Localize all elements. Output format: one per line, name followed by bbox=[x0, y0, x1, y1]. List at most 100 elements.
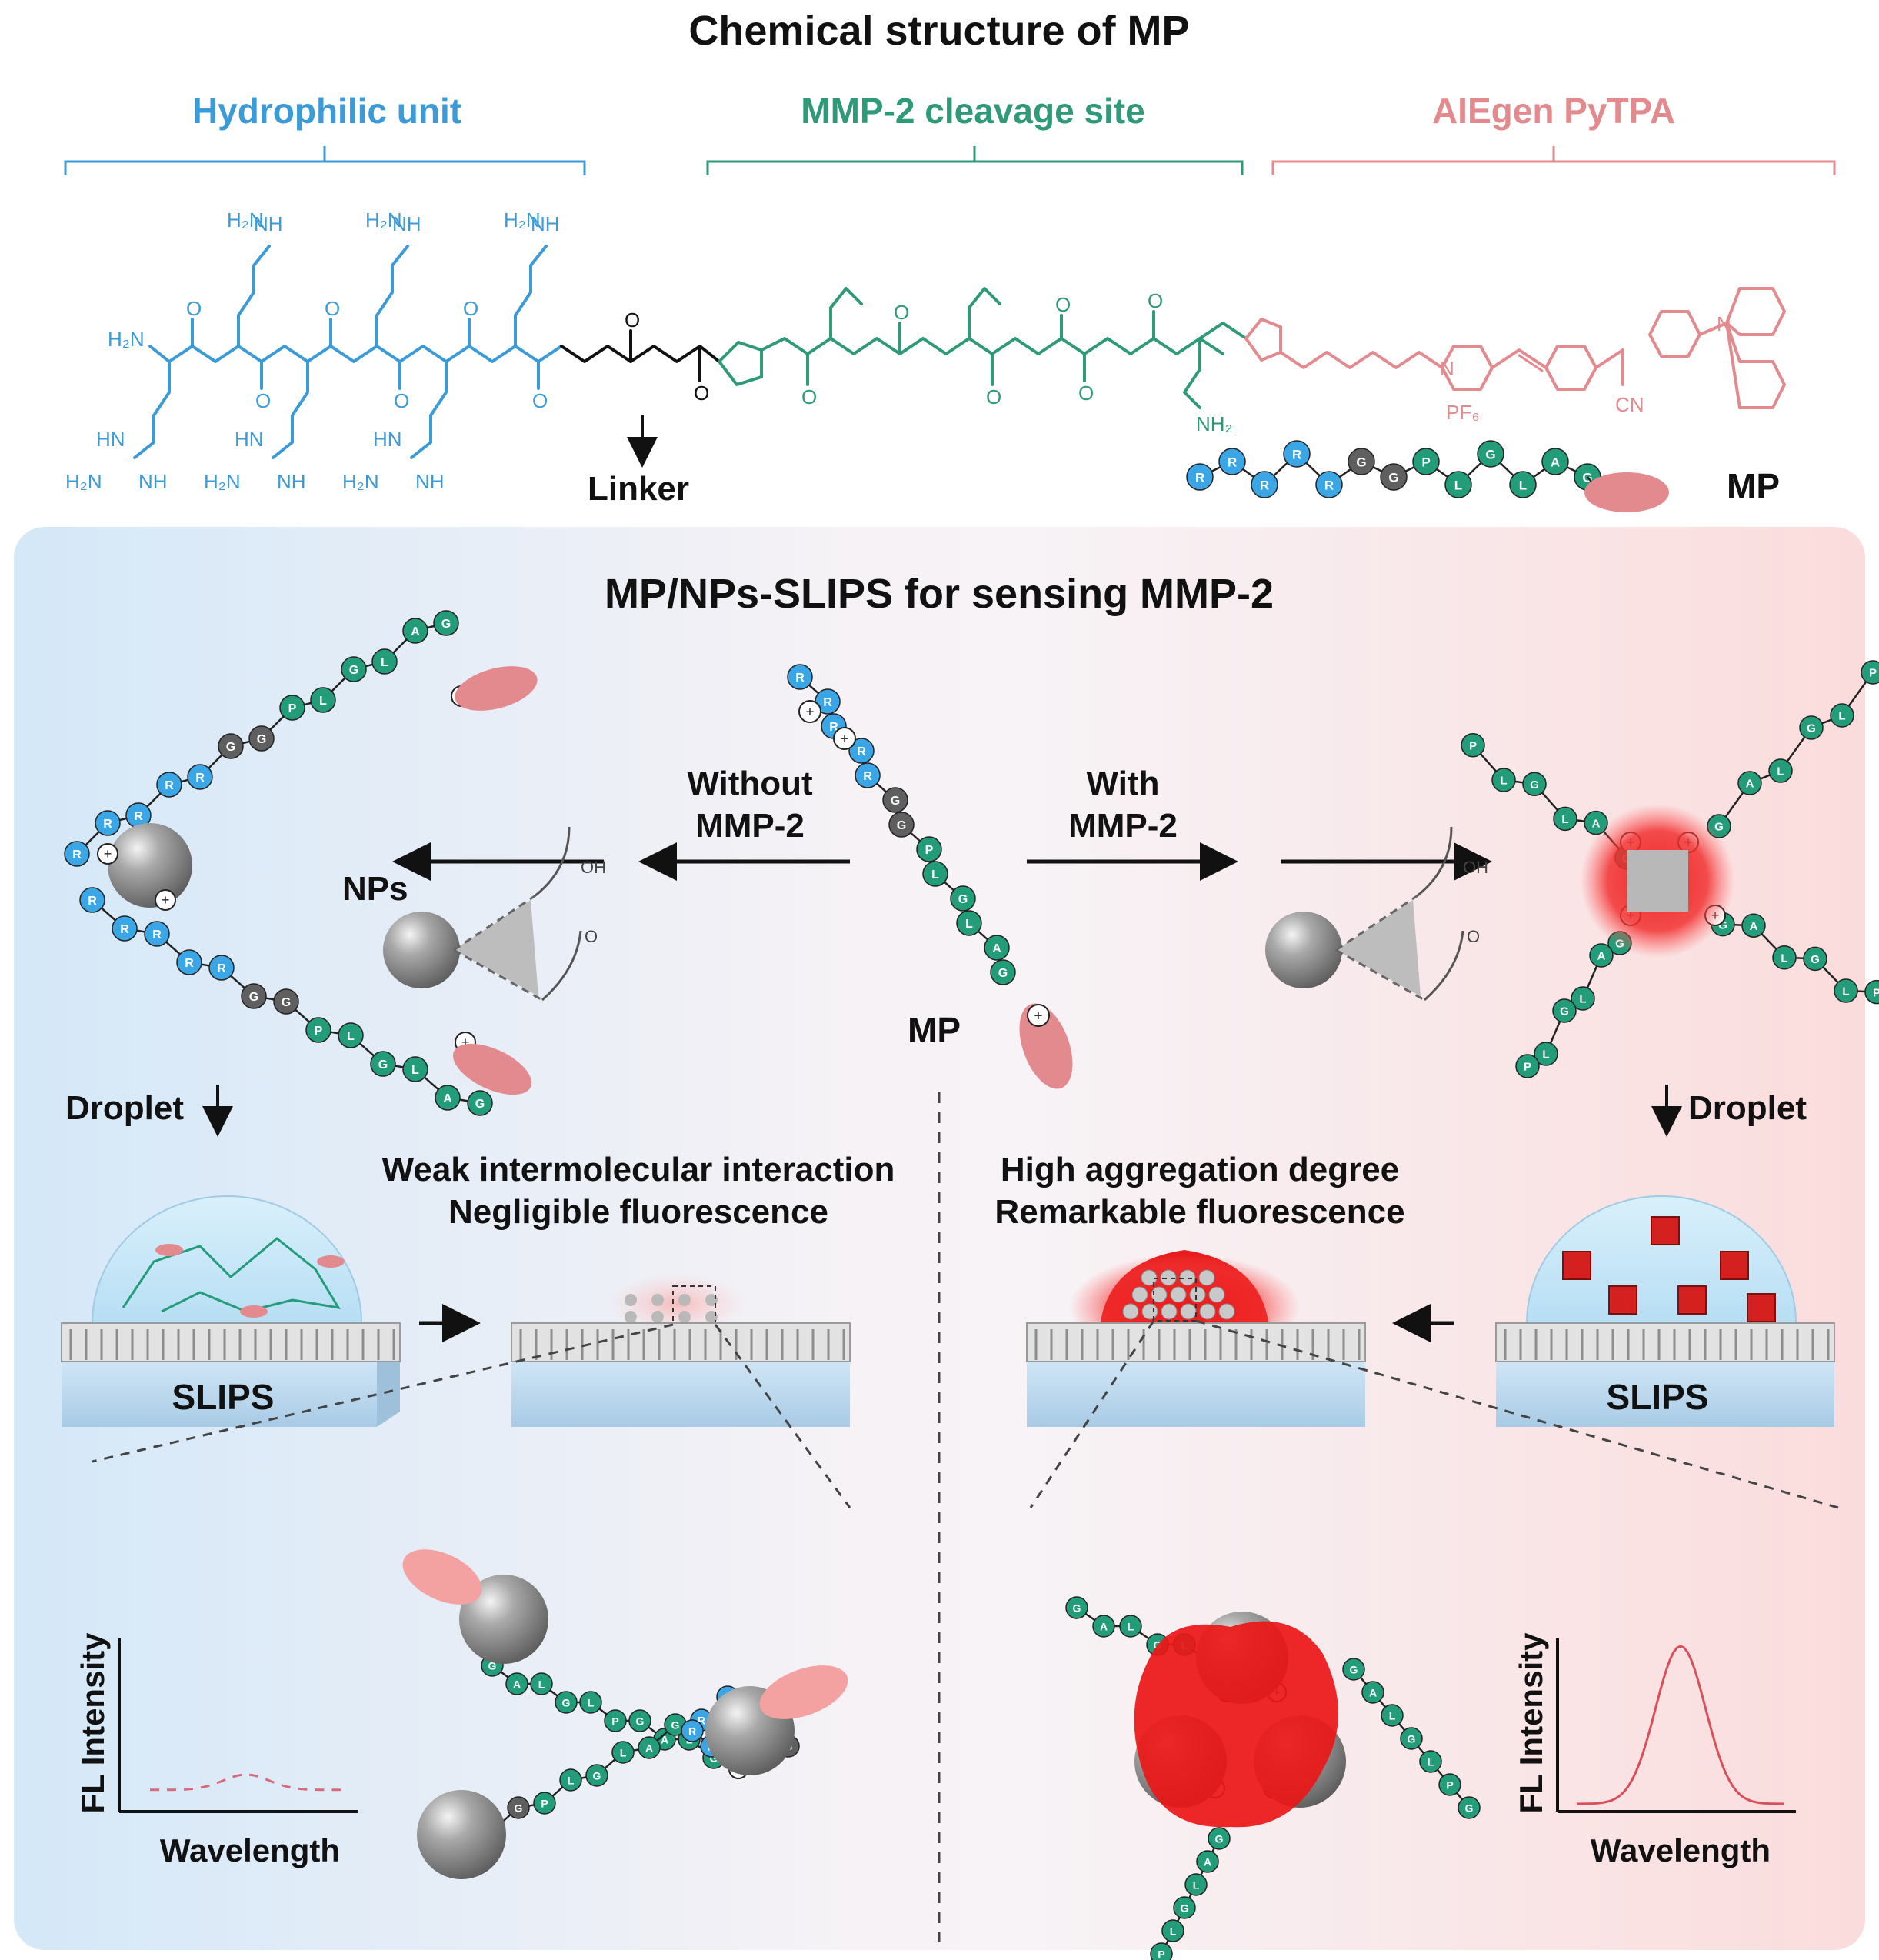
amino-acid-bead bbox=[579, 1691, 602, 1714]
bead-letter: L bbox=[1842, 985, 1849, 998]
without-label-2: MMP-2 bbox=[695, 807, 805, 845]
slips-right-dried bbox=[1026, 1250, 1366, 1427]
hydrophilic-atom-labels: H₂N NH NH NH H₂N H₂N H₂N HN HN HN H₂N H₂… bbox=[65, 208, 560, 493]
linker-backbone bbox=[560, 345, 721, 363]
atom-o-c2: O bbox=[894, 301, 909, 324]
amino-acid-bead bbox=[1218, 448, 1246, 475]
bead-letter: R bbox=[72, 848, 82, 862]
ligand-o-right: O bbox=[1467, 927, 1480, 946]
amino-acid-bead bbox=[1251, 471, 1278, 498]
atom-o-linker-1: O bbox=[625, 308, 640, 332]
bead-letter: G bbox=[378, 1058, 388, 1072]
bead-letter: G bbox=[1073, 1602, 1081, 1614]
bead-letter: A bbox=[1369, 1686, 1377, 1698]
atom-o-6: O bbox=[532, 389, 548, 412]
glowing-aggregate-square bbox=[1562, 1251, 1591, 1280]
atom-hn-c: HN bbox=[373, 428, 402, 451]
bead-letter: R bbox=[134, 810, 143, 823]
bead-letter: P bbox=[315, 1025, 323, 1038]
bead-letter: G bbox=[257, 733, 266, 746]
amino-acid-bead bbox=[559, 1768, 582, 1792]
bead-letter: G bbox=[891, 795, 900, 808]
glowing-aggregate-square bbox=[1651, 1216, 1680, 1245]
amino-acid-bead bbox=[402, 618, 428, 644]
bead-letter: L bbox=[1428, 1755, 1434, 1768]
bead-letter: L bbox=[1561, 813, 1568, 826]
amino-acid-bead bbox=[855, 762, 881, 788]
amino-acid-bead bbox=[1173, 1896, 1196, 1919]
atom-h2n-c: H₂N bbox=[504, 208, 541, 232]
aiegen-chain bbox=[1279, 351, 1444, 369]
bead-letter: G bbox=[475, 1098, 485, 1111]
amino-acid-bead bbox=[628, 1709, 651, 1732]
amino-acid-bead bbox=[218, 733, 244, 759]
bead-letter: R bbox=[857, 745, 866, 758]
fl-chart-left: FL Intensity Wavelength bbox=[75, 1632, 358, 1868]
slips-left-droplet: SLIPS bbox=[61, 1195, 401, 1427]
aggregate-upper-right bbox=[1581, 804, 1734, 958]
mp-label-top: MP bbox=[1727, 466, 1780, 506]
bead-letter: P bbox=[1873, 986, 1879, 999]
atom-pf6: PF₆ bbox=[1446, 401, 1480, 424]
nanoparticle-dot bbox=[678, 1311, 691, 1323]
bead-letter: A bbox=[411, 625, 420, 638]
bead-letter: L bbox=[1781, 952, 1787, 965]
bead-letter: L bbox=[1777, 765, 1784, 778]
bead-letter: L bbox=[1542, 1048, 1549, 1062]
amino-acid-bead bbox=[144, 921, 170, 947]
atom-o-5: O bbox=[463, 297, 478, 320]
zoom-line-right-1 bbox=[1029, 1320, 1155, 1508]
bead-letter: G bbox=[1465, 1802, 1474, 1814]
nanoparticle-dot bbox=[1180, 1303, 1197, 1320]
bead-letter: A bbox=[443, 1092, 452, 1105]
bead-letter: G bbox=[1485, 447, 1495, 462]
bead-letter: L bbox=[1579, 993, 1586, 1006]
atom-o-c5: O bbox=[1078, 382, 1094, 405]
fl-left-xlabel: Wavelength bbox=[160, 1832, 340, 1868]
nanoparticle-dot bbox=[1208, 1286, 1225, 1303]
bead-letter: A bbox=[661, 1733, 668, 1745]
bead-letter: L bbox=[319, 695, 327, 708]
bead-letter: G bbox=[441, 618, 451, 631]
amino-acid-bead bbox=[1803, 946, 1827, 972]
nanoparticle-dot bbox=[1189, 1286, 1206, 1303]
nanoparticle-dot bbox=[1218, 1303, 1235, 1320]
positive-charge-icon bbox=[97, 843, 118, 865]
nanoparticle-dot bbox=[1131, 1286, 1148, 1303]
amino-acid-bead bbox=[1412, 448, 1440, 475]
amino-acid-bead bbox=[787, 664, 813, 690]
with-label-1: With bbox=[1087, 765, 1160, 802]
bead-letter: R bbox=[1324, 478, 1334, 492]
bead-letter: R bbox=[823, 696, 832, 709]
bead-letter: L bbox=[1519, 478, 1527, 492]
nanoparticle-dot bbox=[1170, 1286, 1187, 1303]
bead-letter: G bbox=[1408, 1732, 1416, 1745]
bead-letter: G bbox=[562, 1696, 571, 1708]
amino-acid-bead bbox=[1768, 758, 1793, 783]
amino-acid-bead bbox=[1065, 1596, 1088, 1619]
nanoparticle-dot bbox=[625, 1294, 637, 1306]
bead-letter: G bbox=[226, 741, 235, 754]
amino-acid-bead bbox=[1092, 1615, 1115, 1638]
bead-letter: R bbox=[185, 957, 194, 970]
atom-nh-1: NH bbox=[254, 212, 283, 235]
bead-letter: L bbox=[347, 1030, 355, 1043]
glowing-aggregate-square bbox=[1747, 1293, 1776, 1322]
amino-acid-bead bbox=[1864, 979, 1879, 1005]
aiegen-label: AIEgen PyTPA bbox=[1432, 91, 1675, 131]
amino-acid-bead bbox=[248, 725, 275, 752]
bead-letter: G bbox=[593, 1769, 601, 1782]
amino-acid-bead bbox=[507, 1796, 530, 1819]
atom-h2n-a: H₂N bbox=[227, 208, 264, 232]
amino-acid-bead bbox=[530, 1672, 553, 1695]
nanoparticle-dot bbox=[1122, 1303, 1139, 1320]
amino-acid-bead bbox=[112, 915, 138, 942]
plus-sign: + bbox=[461, 1035, 470, 1050]
chemical-structure bbox=[133, 245, 1786, 459]
atom-h2n-f: H₂N bbox=[342, 470, 379, 493]
bead-letter: G bbox=[636, 1715, 645, 1727]
cleavage-bracket bbox=[706, 146, 1244, 175]
amino-acid-bead bbox=[1283, 440, 1311, 468]
amino-acid-bead bbox=[435, 1085, 461, 1111]
nps-label: NPs bbox=[342, 870, 408, 908]
